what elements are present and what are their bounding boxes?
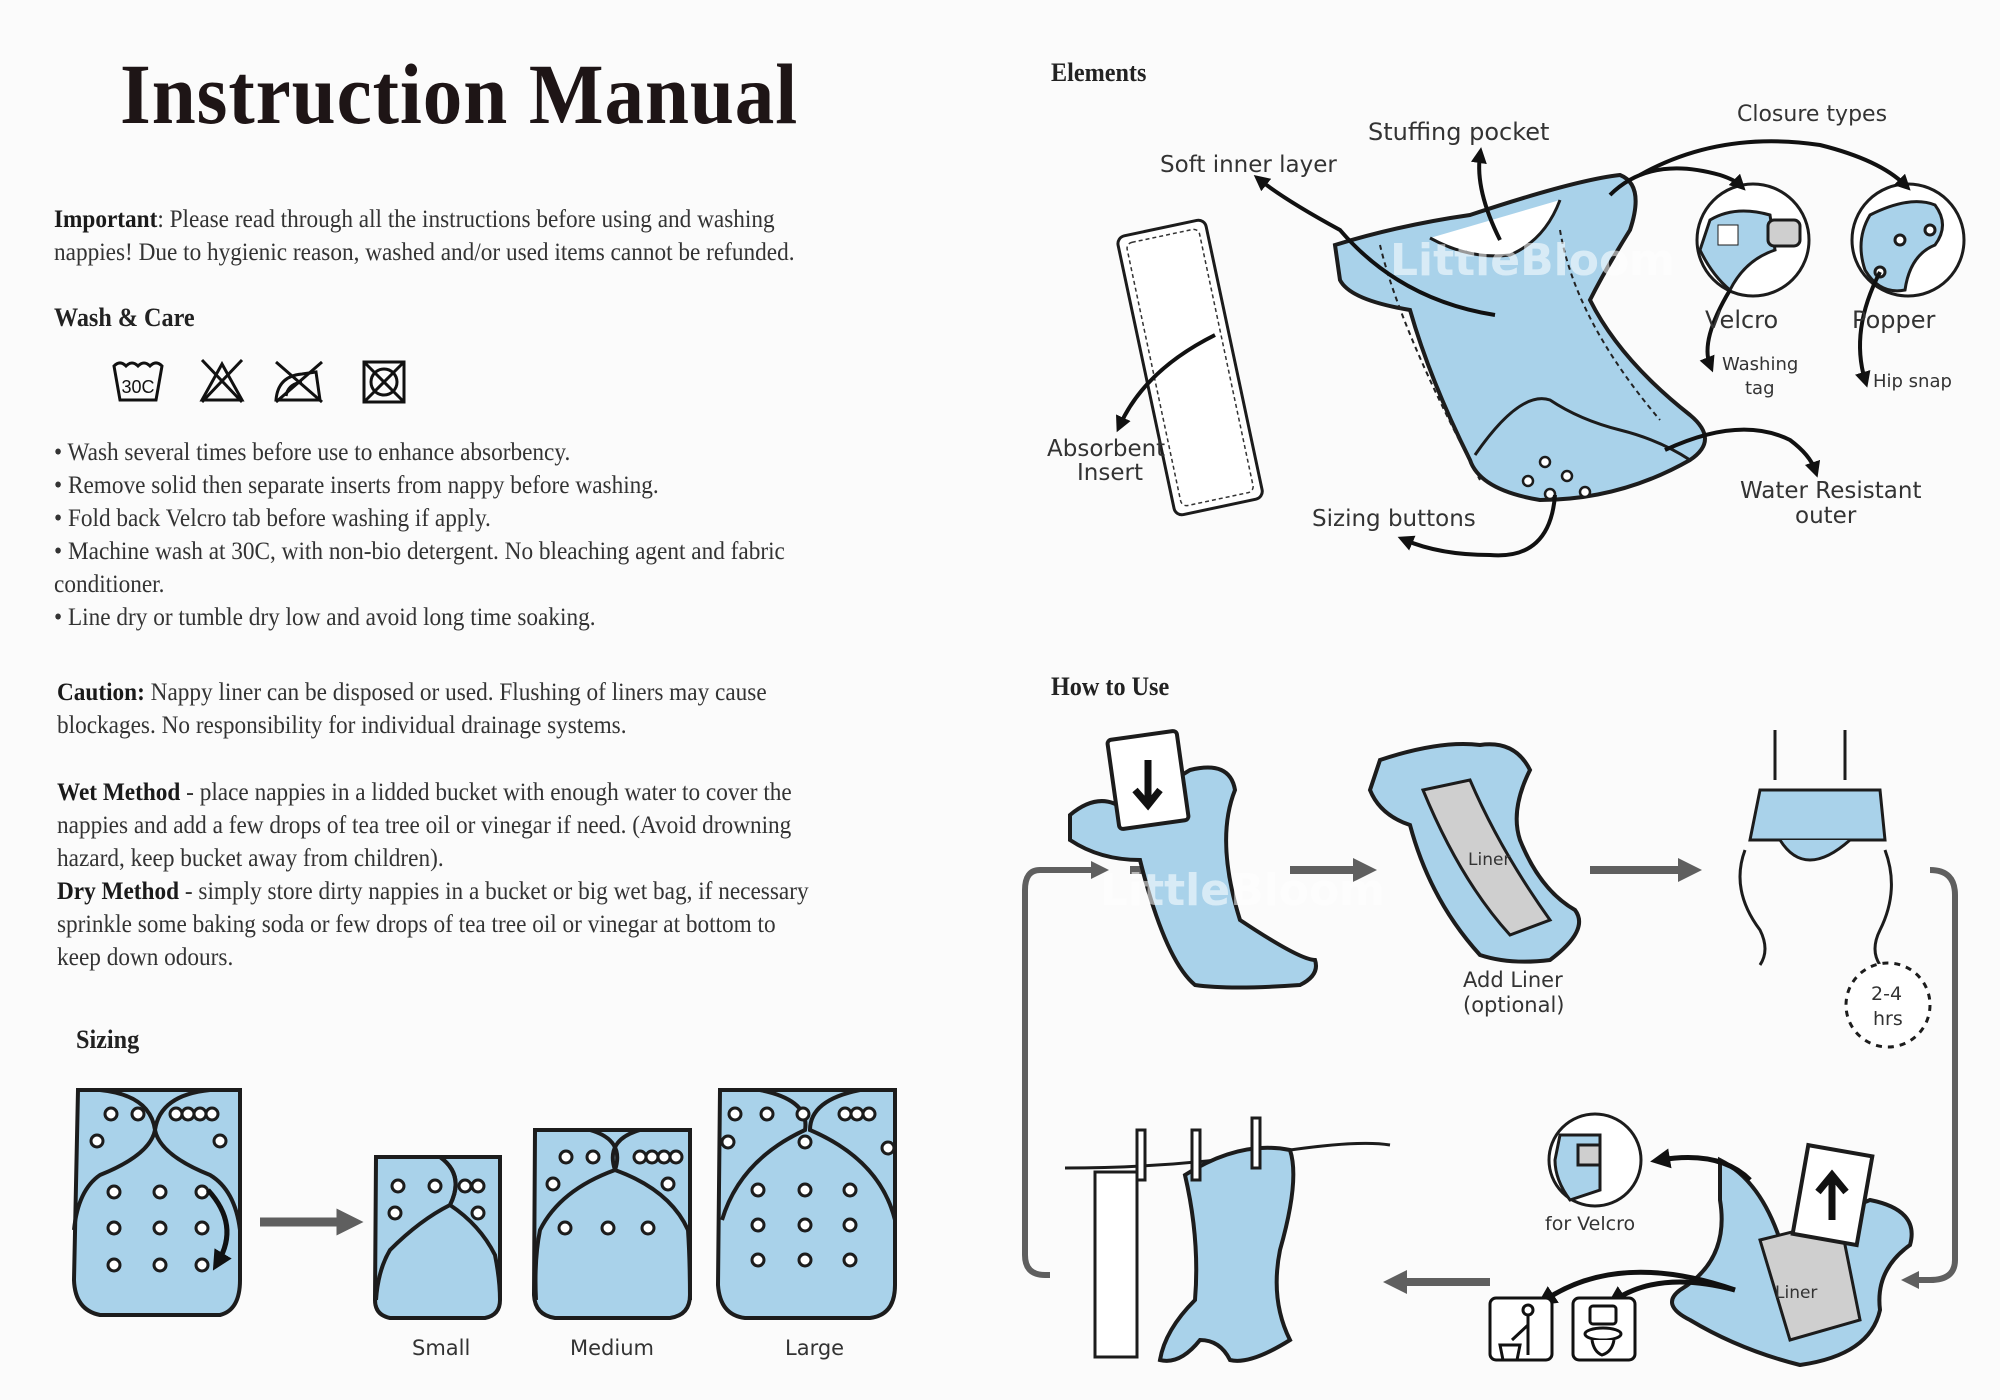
liner-toilet-arrow-icon [1606,1279,1736,1306]
do-not-bleach-icon [199,358,245,404]
size-label-large: Large [785,1336,845,1360]
important-text: : Please read through all the instructio… [157,206,775,233]
size-label-small: Small [412,1336,471,1360]
add-liner-label-2: (optional) [1463,993,1565,1017]
add-liner-label: Add Liner [1463,968,1563,992]
nappy-small [372,1155,502,1320]
popper-arrow-icon [1639,139,1911,191]
size-label-medium: Medium [570,1336,654,1360]
fold-arrow-icon [206,1188,232,1271]
hip-snap-arrow-icon [1855,271,1882,388]
list-item: • Machine wash at 30C, with non-bio dete… [54,538,785,565]
cycle-loop [1022,867,1095,1278]
caution-label: Caution: [57,679,145,706]
caution-text-2: blockages. No responsibility for individ… [57,712,627,739]
label-water-resistant: Water Resistant [1740,478,1922,504]
wet-method-label: Wet Method [57,779,181,806]
trash-bin-icon [1488,1296,1554,1362]
important-notice: Important: Please read through all the i… [54,203,795,269]
toilet-icon [1571,1296,1637,1362]
caution-notice: Caution: Nappy liner can be disposed or … [57,676,767,742]
stuffing-pocket-arrow-icon [1470,147,1502,241]
list-item: • Wash several times before use to enhan… [54,439,571,466]
liner-label: Liner [1468,850,1511,870]
wash-care-heading: Wash & Care [54,303,195,332]
list-item-continuation: conditioner. [54,571,165,598]
label-washing-tag: Washing [1722,354,1799,375]
velcro-arrow-icon [1608,166,1746,197]
step-wear-nappy [1738,730,1893,966]
label-absorbent-insert: Absorbent [1047,436,1166,462]
watermark: LittleBloom [1390,235,1676,286]
sizing-diagram [71,1088,897,1320]
sizing-heading: Sizing [76,1025,140,1054]
nappy-main [1332,172,1707,503]
do-not-iron-icon [274,360,323,404]
do-not-dryclean-icon [362,360,406,404]
dry-method-label: Dry Method [57,878,180,905]
label-velcro: Velcro [1705,306,1779,334]
elements-heading: Elements [1051,58,1147,87]
velcro-arrow-icon [1650,1148,1752,1182]
list-item: • Fold back Velcro tab before washing if… [54,505,491,532]
label-closure-types: Closure types [1737,102,1888,127]
wash-30c-label: 30C [121,377,154,397]
wet-method: Wet Method - place nappies in a lidded b… [57,776,792,875]
for-velcro-label: for Velcro [1545,1213,1636,1235]
label-soft-inner-layer: Soft inner layer [1160,152,1337,178]
label-water-resistant-2: outer [1795,503,1857,529]
insert-arrow-icon [1116,333,1216,433]
care-symbols: 30C [112,358,406,404]
dry-method-text-2: sprinkle some baking soda or few drops o… [57,911,776,938]
label-sizing-buttons: Sizing buttons [1312,506,1476,532]
timer-label-2: hrs [1873,1008,1903,1030]
wet-method-text-3: hazard, keep bucket away from children). [57,845,444,872]
velcro-detail [1547,1112,1643,1208]
label-washing-tag-2: tag [1745,378,1775,399]
label-popper: Popper [1852,306,1936,334]
timer-label: 2-4 [1871,983,1903,1005]
watermark: LittleBloom [1100,865,1386,916]
label-absorbent-insert-2: Insert [1077,460,1143,486]
list-item: • Line dry or tumble dry low and avoid l… [54,604,596,631]
water-resistant-arrow-icon [1664,427,1821,478]
step-add-liner [1367,742,1581,964]
list-item: • Remove solid then separate inserts fro… [54,472,659,499]
label-hip-snap: Hip snap [1873,371,1952,392]
important-text-2: nappies! Due to hygienic reason, washed … [54,239,795,266]
soft-inner-arrow-icon [1253,175,1496,317]
dry-method-text-3: keep down odours. [57,944,234,971]
absorbent-insert [1116,218,1264,517]
velcro-closure [1695,182,1811,298]
step-remove-pad [1670,1142,1914,1368]
liner-bin-arrow-icon [1536,1269,1736,1306]
wash-30c-icon: 30C [112,361,164,402]
wash-care-list: • Wash several times before use to enhan… [54,436,785,634]
sizing-buttons-arrow-icon [1397,494,1557,558]
label-stuffing-pocket: Stuffing pocket [1368,118,1550,146]
page-title: Instruction Manual [120,46,799,142]
how-to-use-heading: How to Use [1051,672,1170,701]
liner-remove-label: Liner [1775,1283,1818,1303]
timer-icon [1844,961,1932,1049]
snap-grid [89,1106,228,1273]
wet-method-text-2: nappies and add a few drops of tea tree … [57,812,792,839]
important-label: Important [54,206,158,233]
washing-tag-arrow-icon [1699,288,1732,373]
step-insert-pad [1068,729,1318,990]
step-line-dry [1064,1116,1391,1363]
dry-method: Dry Method - simply store dirty nappies … [57,875,809,974]
